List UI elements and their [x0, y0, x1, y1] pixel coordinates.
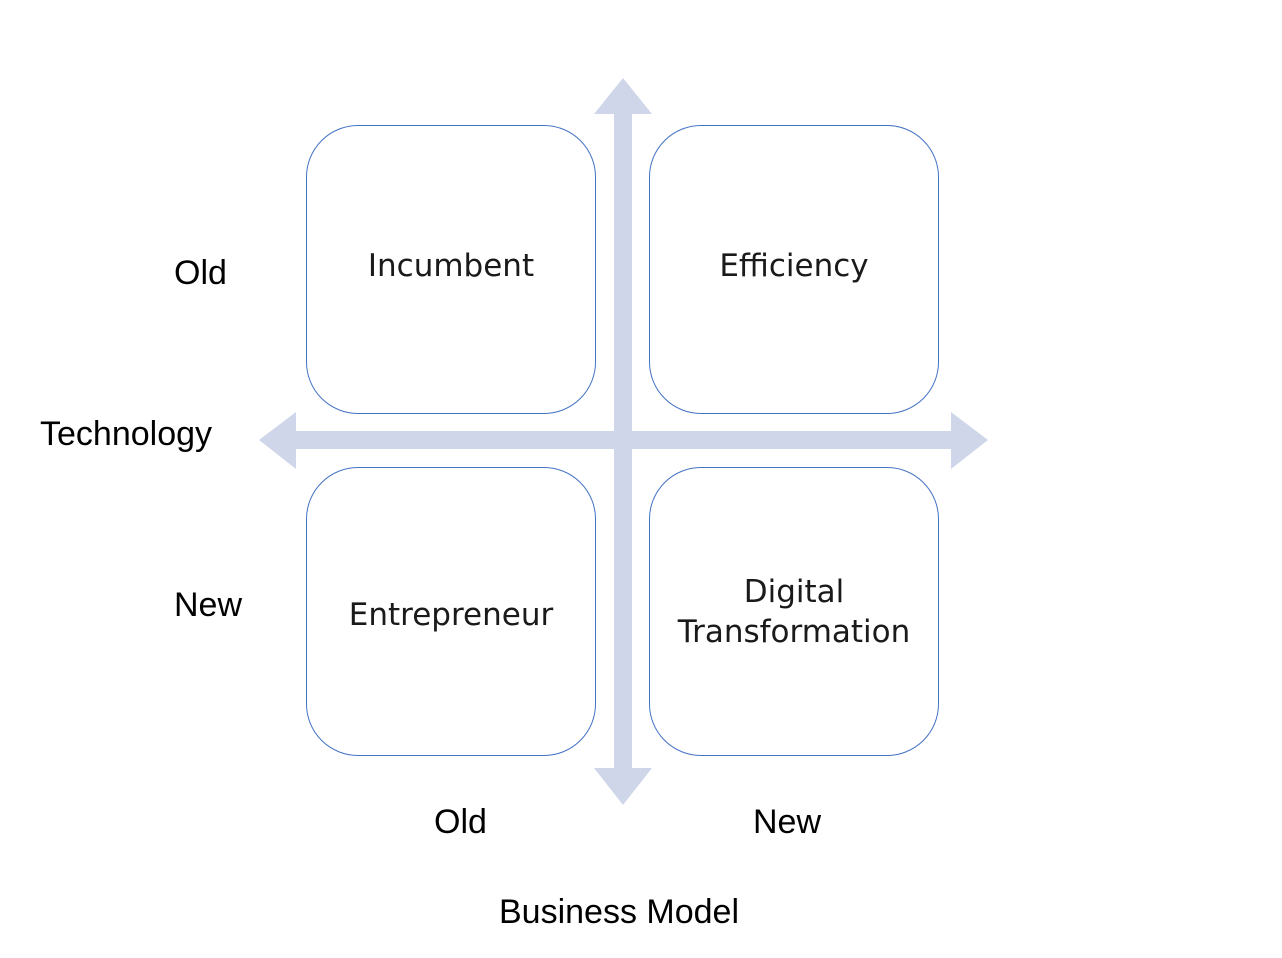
technology-new-label: New — [174, 586, 243, 624]
quadrant-label-incumbent: Incumbent — [367, 247, 535, 284]
quadrant-label-entrepreneur: Entrepreneur — [348, 596, 554, 633]
technology-old-label: Old — [174, 254, 227, 292]
quadrant-digital-transformation: Digital Transformation — [649, 467, 939, 756]
technology-axis-title: Technology — [40, 415, 213, 453]
business-model-new-label: New — [753, 803, 822, 841]
quadrant-incumbent: Incumbent — [306, 125, 596, 414]
quadrant-label-efficiency: Efficiency — [719, 247, 869, 284]
business-model-old-label: Old — [434, 803, 487, 841]
business-model-axis-title: Business Model — [499, 893, 740, 931]
quadrant-label-digital-transformation: Digital Transformation — [677, 573, 911, 650]
horizontal-axis-arrow — [259, 412, 988, 469]
quadrant-entrepreneur: Entrepreneur — [306, 467, 596, 756]
quadrant-efficiency: Efficiency — [649, 125, 939, 414]
